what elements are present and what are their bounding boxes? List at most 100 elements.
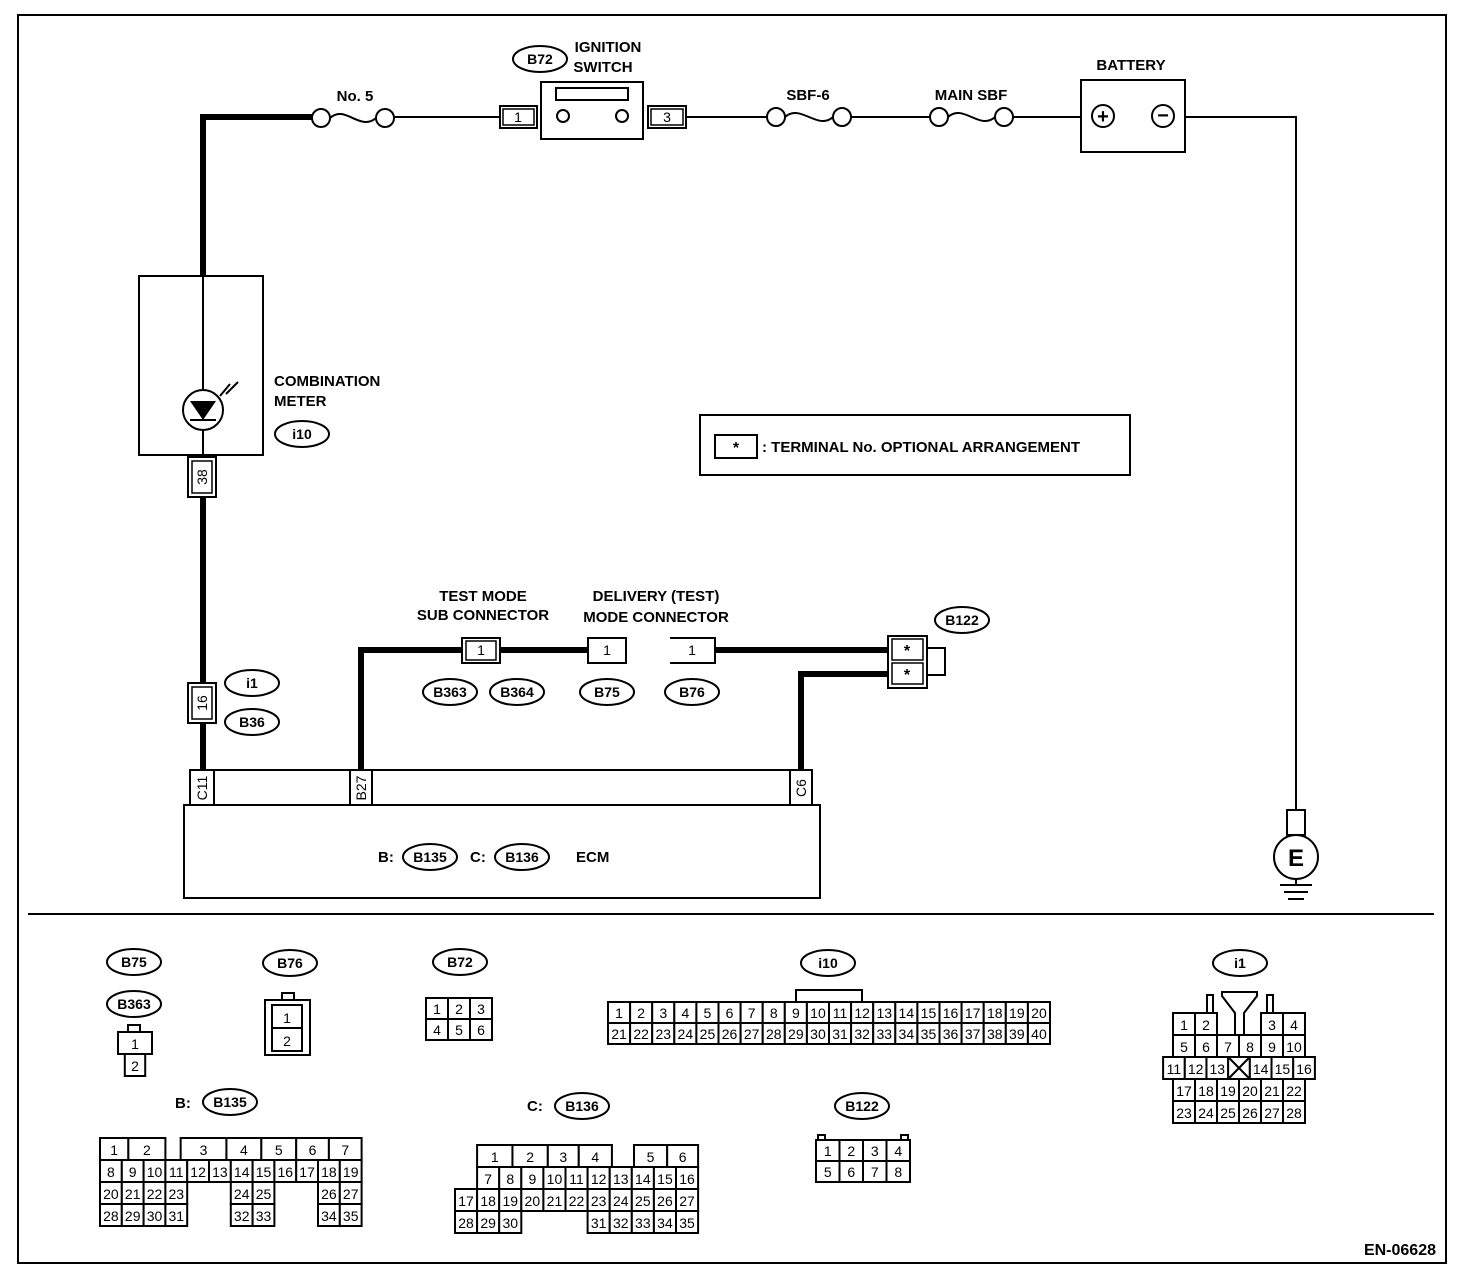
meter-label-2: METER — [274, 393, 327, 410]
ecm-pin-c6: C6 — [793, 779, 809, 797]
view-id-b135: B135 — [213, 1094, 247, 1110]
pin-number: 5 — [824, 1164, 832, 1180]
view-id-b72: B72 — [447, 954, 473, 970]
delivery-label-2: MODE CONNECTOR — [583, 609, 729, 626]
pin-number: 33 — [876, 1026, 892, 1042]
pin-number: 27 — [744, 1026, 760, 1042]
junction-id-b36: B36 — [239, 714, 265, 730]
pin-number: 7 — [871, 1164, 879, 1180]
ignition-switch-label-2: SWITCH — [573, 59, 632, 76]
pin-number: 22 — [569, 1193, 585, 1209]
pin-number: 14 — [1253, 1061, 1269, 1077]
diagram-code: EN-06628 — [1364, 1242, 1436, 1259]
pin-number: 34 — [657, 1215, 673, 1231]
test-mode-label-2: SUB CONNECTOR — [417, 607, 549, 624]
pin-number: 2 — [143, 1142, 151, 1158]
pin-number: 23 — [169, 1186, 185, 1202]
pin-number: 25 — [256, 1186, 272, 1202]
connector-view-b75-b363: 12 — [117, 1031, 153, 1077]
pin-number: 15 — [657, 1171, 673, 1187]
pin-number: 27 — [343, 1186, 359, 1202]
junction-connector: 16 i1 B36 — [187, 669, 280, 736]
pin-number: 23 — [591, 1193, 607, 1209]
pin-number: 22 — [1286, 1083, 1302, 1099]
delivery-pin-b75: 1 — [603, 642, 611, 658]
pin-number: 29 — [125, 1208, 141, 1224]
pin-number: 14 — [635, 1171, 651, 1187]
pin-number: 15 — [1275, 1061, 1291, 1077]
pin-number: 1 — [491, 1149, 499, 1165]
pin-number: 7 — [484, 1171, 492, 1187]
view-prefix-b: B: — [175, 1095, 191, 1112]
ignition-switch-id: B72 — [527, 51, 553, 67]
ignition-pin-3: 3 — [663, 109, 671, 125]
view-id-i1: i1 — [1234, 955, 1246, 971]
pin-number: 5 — [275, 1142, 283, 1158]
meter-connector-id: i10 — [292, 426, 312, 442]
pin-number: 38 — [987, 1026, 1003, 1042]
pin-number: 19 — [1220, 1083, 1236, 1099]
junction-id-i1: i1 — [246, 675, 258, 691]
pin-cell — [675, 1210, 700, 1234]
pin-number: 8 — [770, 1005, 778, 1021]
pin-number: 1 — [1180, 1017, 1188, 1033]
pin-number: 30 — [502, 1215, 518, 1231]
pin-number: 8 — [894, 1164, 902, 1180]
pin-number: 6 — [477, 1022, 485, 1038]
main-sbf-label: MAIN SBF — [935, 87, 1008, 104]
ecm-pin-c11: C11 — [194, 775, 210, 800]
ground-label: E — [1288, 845, 1304, 872]
ecm-b-prefix: B: — [378, 849, 394, 866]
junction-pin-16: 16 — [194, 695, 210, 711]
pin-number: 17 — [965, 1005, 981, 1021]
pin-number: 31 — [591, 1215, 607, 1231]
test-mode-pin: 1 — [477, 642, 485, 658]
pin-number: 20 — [1031, 1005, 1047, 1021]
pin-number: 10 — [810, 1005, 826, 1021]
meter-label-1: COMBINATION — [274, 373, 380, 390]
ignition-switch: 1 3 B72 IGNITION SWITCH — [499, 39, 687, 140]
pin-number: 12 — [1188, 1061, 1204, 1077]
pin-number: 13 — [613, 1171, 629, 1187]
pin-number: 34 — [321, 1208, 337, 1224]
pin-number: 12 — [591, 1171, 607, 1187]
battery-minus-icon: − — [1157, 105, 1169, 127]
pin-number: 15 — [921, 1005, 937, 1021]
pin-number: 28 — [1286, 1105, 1302, 1121]
delivery-pin-b76: 1 — [688, 642, 696, 658]
ecm-b-id: B135 — [413, 849, 447, 865]
pin-number: 8 — [107, 1164, 115, 1180]
fuse-sbf6: SBF-6 — [766, 87, 852, 127]
pin-cell — [1282, 1100, 1306, 1124]
pin-number: 6 — [679, 1149, 687, 1165]
pin-number: 19 — [502, 1193, 518, 1209]
pin-cell — [338, 1203, 363, 1227]
pin-number: 3 — [200, 1142, 208, 1158]
pin-number: 34 — [899, 1026, 915, 1042]
pin-number: 8 — [1246, 1039, 1254, 1055]
pin-number: 1 — [615, 1005, 623, 1021]
pin-cell — [498, 1210, 523, 1234]
id-b363: B363 — [433, 684, 467, 700]
pin-number: 25 — [700, 1026, 716, 1042]
ecm-c-id: B136 — [505, 849, 539, 865]
pin-cell — [1026, 1022, 1052, 1045]
view-id-b75: B75 — [121, 954, 147, 970]
pin-number: 3 — [659, 1005, 667, 1021]
pin-number: 7 — [341, 1142, 349, 1158]
connector-view-ids: B75 B363 B76 B72 i10 i1 B: B135 C: B136 … — [106, 948, 1268, 1120]
legend-symbol: * — [733, 440, 740, 457]
pin-number: 5 — [647, 1149, 655, 1165]
test-mode-sub-connector: TEST MODE SUB CONNECTOR 1 B363 B364 — [417, 588, 549, 706]
pin-number: 7 — [748, 1005, 756, 1021]
pin-number: 16 — [679, 1171, 695, 1187]
ground: E — [1273, 809, 1319, 900]
pin-number: 4 — [240, 1142, 248, 1158]
meter-pin-38: 38 — [194, 469, 210, 485]
pin-number: 6 — [847, 1164, 855, 1180]
pin-number: 11 — [833, 1005, 848, 1021]
